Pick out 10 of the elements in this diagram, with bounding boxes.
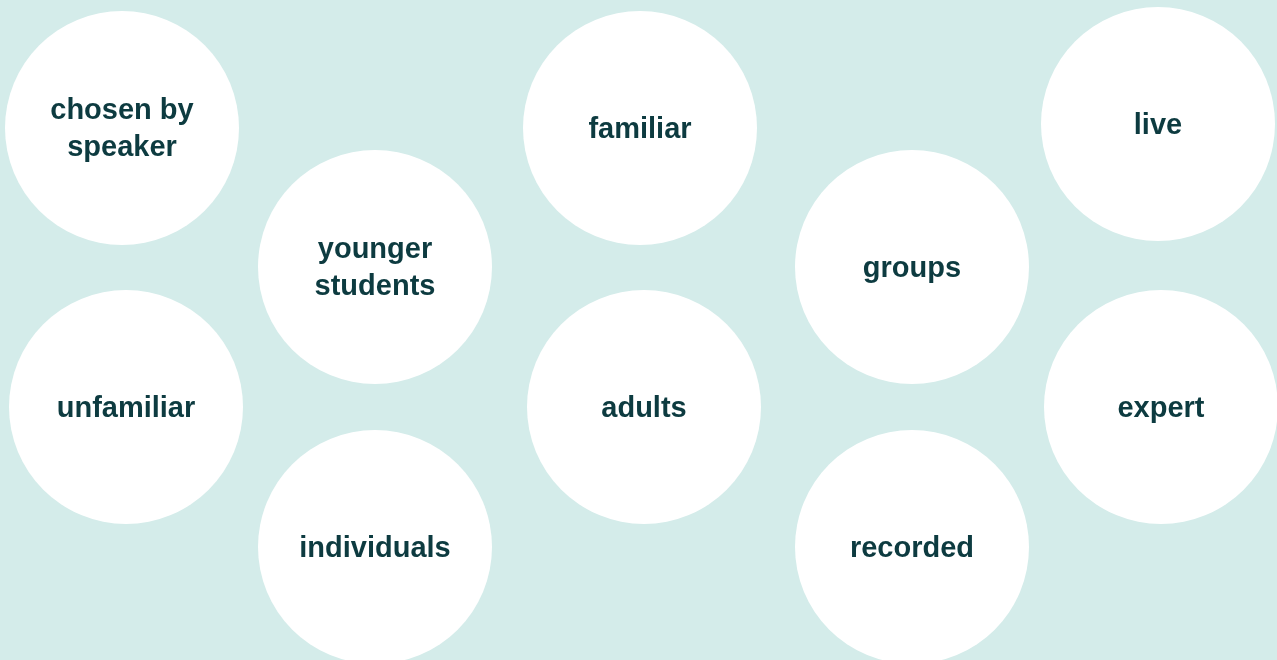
node-label: recorded <box>849 529 975 565</box>
node-label: familiar <box>588 110 692 146</box>
node-label: individuals <box>299 529 451 565</box>
node-label: groups <box>862 249 962 285</box>
node-label: adults <box>601 389 687 425</box>
node-label: chosen by speaker <box>49 92 195 164</box>
node-label: unfamiliar <box>56 389 196 425</box>
node-label: younger students <box>313 231 437 303</box>
node-label: live <box>1133 106 1183 142</box>
node-label: expert <box>1117 389 1205 425</box>
